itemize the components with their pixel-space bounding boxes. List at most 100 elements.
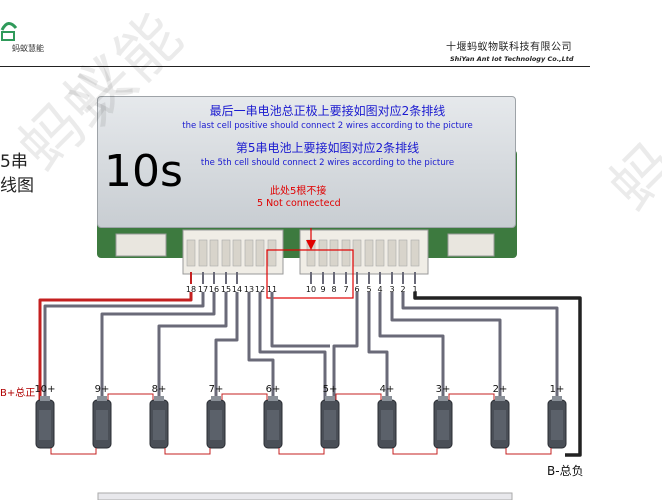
battery-terminal: [154, 396, 164, 401]
cell-label: 1+: [549, 384, 565, 395]
connector-slot: [375, 239, 385, 267]
connector-slot: [352, 239, 362, 267]
connector-slot: [267, 239, 277, 267]
pin-label: 7: [343, 285, 349, 294]
connector-ribs: [186, 239, 420, 267]
wire: [214, 292, 239, 400]
series-link: [392, 448, 438, 455]
cell-label: 9+: [94, 384, 110, 395]
wire: [378, 292, 445, 400]
not-connected-en: 5 Not connectecd: [257, 198, 341, 209]
pin-label: 2: [400, 285, 406, 294]
cell-label: 8+: [151, 384, 167, 395]
total-negative-label: B-总负: [547, 464, 584, 478]
cell-label: 4+: [379, 384, 395, 395]
header-divider: [0, 66, 590, 67]
pin-label: 6: [354, 285, 360, 294]
wire: [43, 292, 205, 400]
cell-label: 7+: [208, 384, 224, 395]
connector-slot: [329, 239, 339, 267]
battery-label-band: [381, 410, 393, 440]
pin-label: 8: [331, 285, 337, 294]
cell-label: 2+: [492, 384, 508, 395]
pin-label: 10: [305, 285, 317, 294]
total-positive-label: B+总正: [0, 388, 36, 399]
series-link: [278, 448, 325, 455]
pin-label: 4: [377, 285, 383, 294]
battery-cells: [35, 393, 567, 455]
not-connected-box: [266, 249, 354, 299]
pin-label: 5: [366, 285, 372, 294]
connector-slot: [318, 239, 328, 267]
side-connector-left: [115, 233, 167, 257]
series-link: [448, 393, 495, 400]
wire: [100, 292, 216, 400]
wire: [38, 292, 193, 400]
wire: [390, 292, 502, 400]
wire: [258, 292, 327, 400]
next-page-edge: [97, 492, 513, 500]
connector-slot: [209, 239, 219, 267]
series-link: [164, 448, 211, 455]
pin-label: 11: [266, 285, 278, 294]
cell-label: 5+: [322, 384, 338, 395]
company-name-cn: 十堰蚂蚁物联科技有限公司: [446, 42, 572, 53]
company-name-en: ShiYan Ant Iot Technology Co.,Ltd: [450, 55, 574, 63]
pin-label: 18: [185, 285, 197, 294]
series-link: [107, 393, 154, 400]
model-label: 10s: [104, 146, 183, 197]
pin-label: 3: [389, 285, 395, 294]
note-5th-cell-en: the 5th cell should connect 2 wires acco…: [200, 158, 455, 168]
battery-label-band: [96, 410, 108, 440]
connector-slot: [341, 239, 351, 267]
pin-label: 12: [254, 285, 266, 294]
side-text-1: 5串: [0, 152, 28, 172]
battery-terminal: [382, 396, 392, 401]
side-connector-right: [447, 233, 495, 257]
not-connected-cn: 此处5根不接: [270, 186, 327, 197]
battery-label-band: [153, 410, 165, 440]
battery-label-band: [551, 410, 563, 440]
battery-terminal: [97, 396, 107, 401]
connector-slot: [410, 239, 420, 267]
battery-terminal: [211, 396, 221, 401]
pin-label: 17: [197, 285, 209, 294]
connector-slot: [232, 239, 242, 267]
series-link: [50, 448, 97, 455]
arrow-down-icon: [306, 240, 316, 250]
connector-slot: [387, 239, 397, 267]
pin-label: 1: [412, 285, 418, 294]
series-link: [221, 393, 268, 400]
cell-label: 10+: [34, 384, 56, 395]
side-text-2: 线图: [0, 176, 34, 196]
battery-label-band: [39, 410, 51, 440]
wire-harness: [38, 272, 582, 457]
pin-label: 9: [320, 285, 326, 294]
battery-terminal: [552, 396, 562, 401]
pin-label: 15: [220, 285, 232, 294]
cell-label: 6+: [265, 384, 281, 395]
wire: [413, 292, 582, 457]
pin-label: 13: [243, 285, 255, 294]
connector-slot: [244, 239, 254, 267]
battery-label-band: [210, 410, 222, 440]
battery-terminal: [40, 396, 50, 401]
battery-terminal: [268, 396, 278, 401]
battery-terminal: [325, 396, 335, 401]
connector-slot: [221, 239, 231, 267]
battery-label-band: [324, 410, 336, 440]
wire: [401, 292, 559, 400]
battery-label-band: [437, 410, 449, 440]
note-last-cell-cn: 最后一串电池总正极上要接如图对应2条排线: [209, 104, 446, 118]
connector-slot: [398, 239, 408, 267]
connector-slot: [255, 239, 265, 267]
heatsink: [97, 96, 516, 228]
series-link: [335, 393, 382, 400]
wire: [247, 292, 275, 400]
wire: [367, 292, 389, 400]
cell-label: 3+: [435, 384, 451, 395]
battery-terminal: [495, 396, 505, 401]
pin-label: 16: [208, 285, 220, 294]
battery-label-band: [267, 410, 279, 440]
